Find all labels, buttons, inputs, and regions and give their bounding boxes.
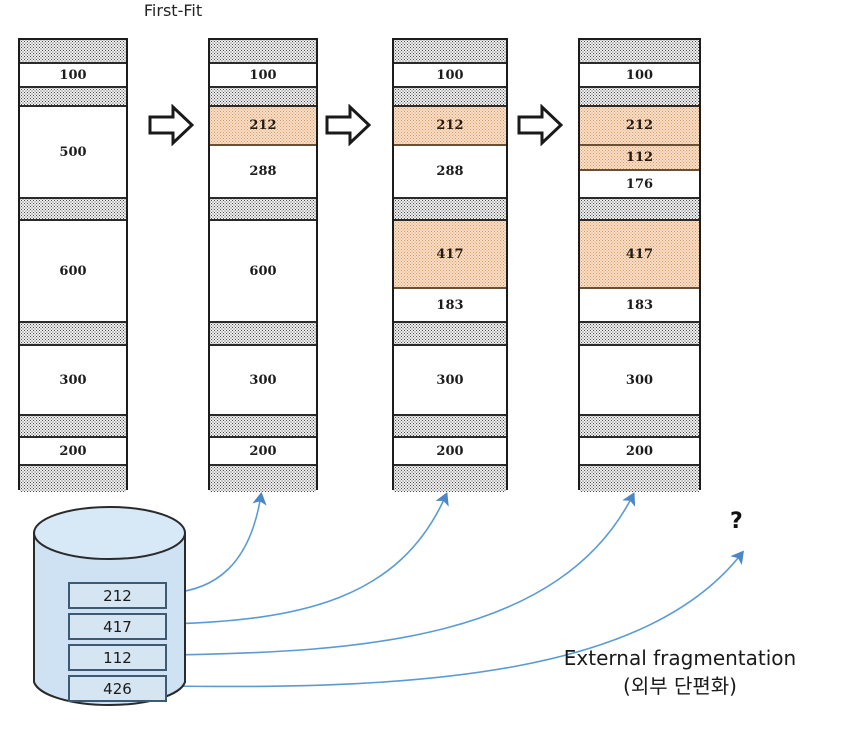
next-step-arrow-3: [517, 104, 563, 146]
request-item-label: 212: [103, 586, 132, 605]
memory-block-free-100: 100: [580, 64, 699, 88]
memory-state-after-212: 100 212 288 600 300 200: [208, 38, 318, 492]
memory-block-label: 300: [59, 372, 87, 388]
memory-block-label: 600: [249, 263, 277, 279]
memory-block-label: 100: [625, 67, 654, 83]
memory-block-label: 288: [249, 164, 277, 179]
memory-block-free-500: 500: [20, 107, 126, 199]
memory-block-label: 212: [625, 118, 654, 133]
memory-block-label: 500: [59, 144, 87, 160]
request-item-426[interactable]: 426: [68, 675, 167, 702]
memory-block-system: [580, 40, 699, 64]
memory-state-after-112: 100 212 112 176 417 183 300 200: [578, 38, 701, 492]
memory-block-system: [394, 323, 506, 346]
memory-block-label: 417: [625, 246, 654, 262]
connector-112-to-col4: [169, 492, 636, 656]
memory-block-label: 100: [59, 67, 87, 83]
request-item-label: 112: [103, 648, 132, 667]
request-item-212[interactable]: 212: [68, 582, 167, 609]
memory-block-system: [394, 466, 506, 492]
memory-block-free-288: 288: [394, 146, 506, 199]
memory-state-initial: 100 500 600 300 200: [18, 38, 128, 492]
memory-state-after-417: 100 212 288 417 183 300 200: [392, 38, 508, 492]
request-item-label: 426: [103, 679, 132, 698]
memory-block-system: [210, 323, 316, 346]
memory-block-free-200: 200: [20, 438, 126, 466]
memory-block-free-183: 183: [580, 289, 699, 323]
memory-block-free-100: 100: [20, 64, 126, 88]
memory-block-system: [394, 416, 506, 438]
memory-block-free-183: 183: [394, 289, 506, 323]
memory-block-system: [20, 323, 126, 346]
memory-block-system: [210, 88, 316, 107]
memory-block-label: 100: [249, 67, 277, 83]
memory-block-system: [394, 88, 506, 107]
memory-block-allocated-417: 417: [580, 221, 699, 289]
memory-block-free-100: 100: [394, 64, 506, 88]
memory-block-label: 200: [625, 443, 654, 459]
memory-block-free-600: 600: [20, 221, 126, 323]
memory-block-label: 300: [625, 372, 654, 388]
memory-block-free-300: 300: [210, 346, 316, 416]
memory-block-label: 100: [436, 67, 464, 83]
memory-block-system: [210, 466, 316, 492]
memory-block-allocated-417: 417: [394, 221, 506, 289]
memory-block-free-100: 100: [210, 64, 316, 88]
request-item-label: 417: [103, 617, 132, 636]
memory-block-label: 600: [59, 263, 87, 279]
memory-block-system: [20, 466, 126, 492]
memory-block-free-176: 176: [580, 171, 699, 199]
memory-block-free-300: 300: [20, 346, 126, 416]
memory-block-label: 200: [59, 443, 87, 459]
request-item-112[interactable]: 112: [68, 644, 167, 671]
memory-block-system: [210, 199, 316, 221]
memory-block-label: 183: [625, 297, 654, 313]
page-title: First-Fit: [143, 1, 203, 20]
next-step-arrow-2: [325, 104, 371, 146]
memory-block-label: 300: [436, 372, 464, 388]
memory-block-allocated-212: 212: [210, 107, 316, 146]
memory-block-system: [20, 416, 126, 438]
memory-block-system: [20, 199, 126, 221]
memory-block-free-200: 200: [580, 438, 699, 466]
memory-block-free-200: 200: [394, 438, 506, 466]
memory-block-label: 417: [436, 246, 464, 262]
memory-block-free-288: 288: [210, 146, 316, 199]
memory-block-system: [580, 466, 699, 492]
external-fragmentation-caption: External fragmentation (외부 단편화): [520, 644, 840, 700]
caption-line-en: External fragmentation: [563, 646, 797, 670]
memory-block-allocated-212: 212: [580, 107, 699, 146]
memory-block-system: [394, 199, 506, 221]
memory-block-system: [580, 88, 699, 107]
memory-block-label: 183: [436, 297, 464, 313]
memory-block-label: 200: [436, 443, 464, 459]
memory-block-allocated-212: 212: [394, 107, 506, 146]
memory-block-free-300: 300: [580, 346, 699, 416]
memory-block-label: 212: [249, 118, 277, 133]
memory-block-system: [210, 40, 316, 64]
question-mark-label: ?: [730, 509, 743, 534]
memory-block-label: 200: [249, 443, 277, 459]
memory-block-system: [580, 199, 699, 221]
memory-block-free-300: 300: [394, 346, 506, 416]
memory-block-system: [20, 88, 126, 107]
memory-block-label: 288: [436, 164, 464, 179]
memory-block-label: 112: [625, 150, 654, 165]
connector-417-to-col3: [169, 492, 449, 625]
request-item-417[interactable]: 417: [68, 613, 167, 640]
memory-block-allocated-112: 112: [580, 146, 699, 171]
memory-block-system: [580, 416, 699, 438]
memory-block-system: [210, 416, 316, 438]
memory-block-system: [580, 323, 699, 346]
memory-block-label: 300: [249, 372, 277, 388]
memory-block-system: [394, 40, 506, 64]
next-step-arrow-1: [148, 104, 194, 146]
memory-block-label: 176: [625, 176, 654, 192]
memory-block-system: [20, 40, 126, 64]
memory-block-free-200: 200: [210, 438, 316, 466]
memory-block-free-600: 600: [210, 221, 316, 323]
caption-line-ko: (외부 단편화): [623, 674, 737, 698]
memory-block-label: 212: [436, 118, 464, 133]
